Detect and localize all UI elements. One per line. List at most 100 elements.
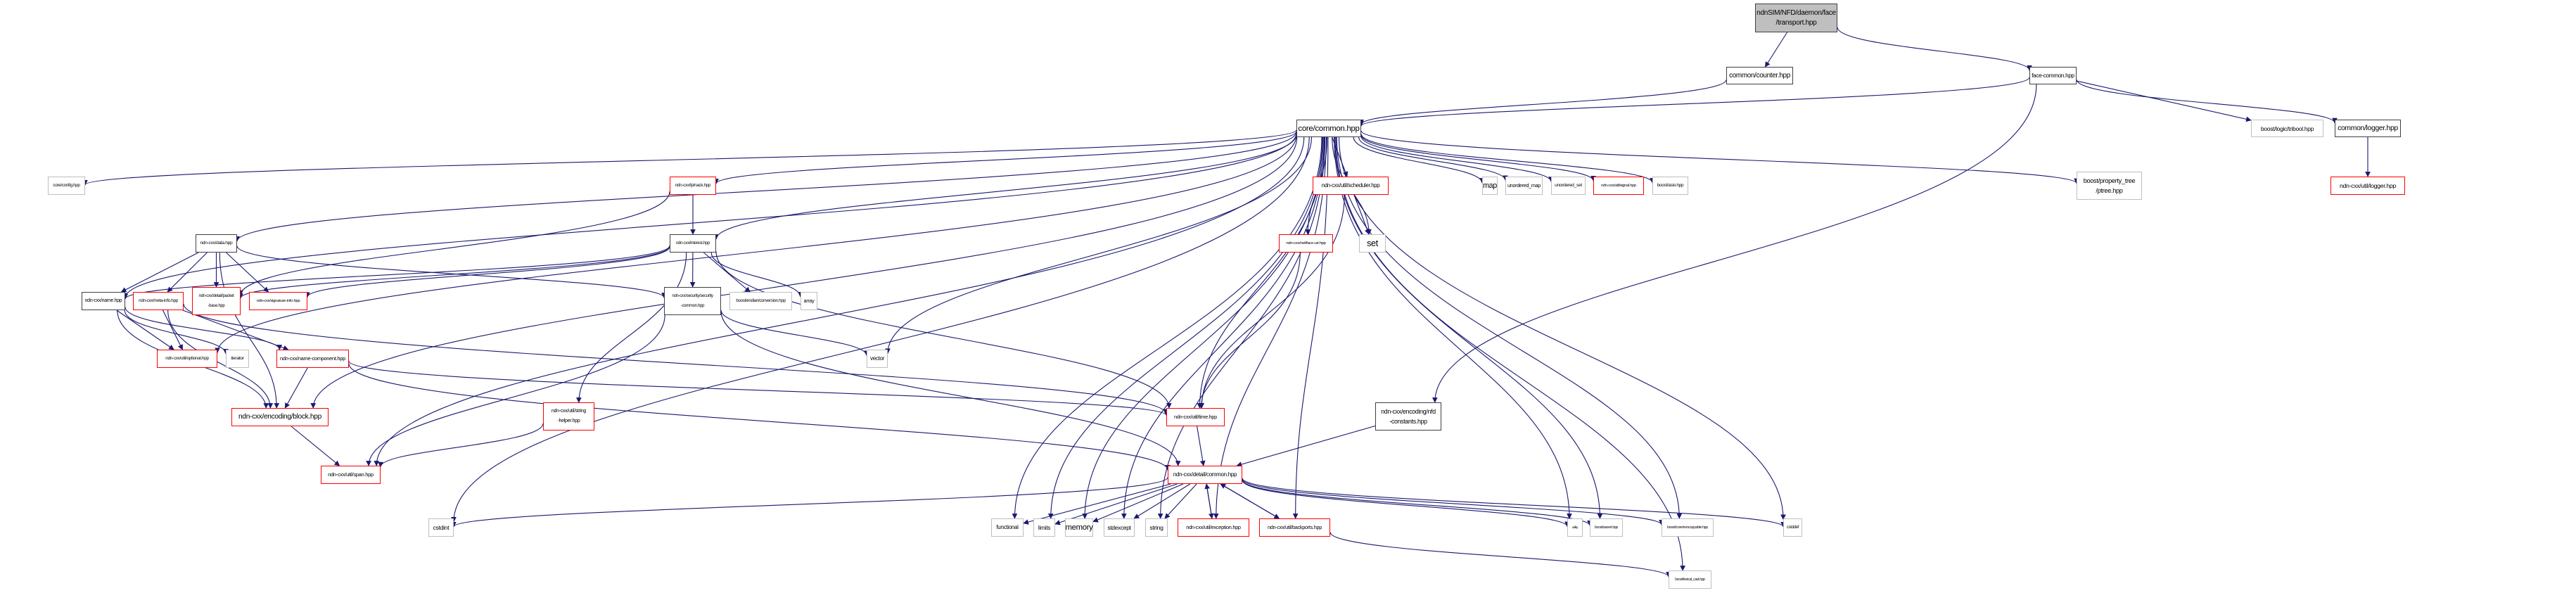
dependency-edge xyxy=(885,136,1313,355)
dependency-edge xyxy=(710,252,803,298)
graph-node-meta-info[interactable]: ndn-cxx/meta-info.hpp xyxy=(133,292,184,310)
dependency-edge xyxy=(1220,483,1280,519)
dependency-edge xyxy=(162,310,183,350)
dependency-edge xyxy=(1213,136,1327,519)
dependency-edge xyxy=(1082,136,1324,519)
dependency-edge xyxy=(1023,483,1171,525)
dependency-edge xyxy=(1338,136,1786,521)
graph-node-data[interactable]: ndn-cxx/data.hpp xyxy=(196,234,237,253)
graph-node-array[interactable]: array xyxy=(801,292,817,310)
graph-node-assert[interactable]: boost/assert.hpp xyxy=(1590,518,1623,537)
graph-node-optional[interactable]: ndn-cxx/util/optional.hpp xyxy=(157,350,217,368)
graph-node-security-common[interactable]: ndn-cxx/security/security -common.hpp xyxy=(664,287,721,315)
dependency-edge xyxy=(120,252,199,293)
dependency-edge xyxy=(1236,425,1376,467)
graph-node-noncopyable[interactable]: boost/core/noncopyable.hpp xyxy=(1662,518,1714,537)
dependency-edge xyxy=(1358,79,1727,125)
dependency-edge xyxy=(1121,136,1325,519)
graph-node-tribool[interactable]: boost/logic/tribool.hpp xyxy=(2251,120,2323,137)
dependency-edge xyxy=(234,132,1297,242)
graph-node-memory[interactable]: memory xyxy=(1065,518,1093,537)
dependency-edge xyxy=(1360,136,1554,182)
graph-node-common-logger[interactable]: common/logger.hpp xyxy=(2335,120,2401,137)
dependency-edge xyxy=(576,252,687,403)
dependency-edge xyxy=(720,310,1181,466)
graph-node-name[interactable]: ndn-cxx/name.hpp xyxy=(82,292,125,310)
dependency-edge xyxy=(451,136,1310,523)
graph-node-interest[interactable]: ndn-cxx/interest.hpp xyxy=(670,234,716,253)
dependency-edge xyxy=(1198,252,1301,409)
dependency-edge xyxy=(182,310,289,351)
dependency-edge xyxy=(284,367,308,409)
graph-node-cstdint[interactable]: cstdint xyxy=(428,518,454,537)
graph-node-nfd-constants[interactable]: ndn-cxx/encoding/nfd -constants.hpp xyxy=(1375,402,1441,431)
graph-node-iterator[interactable]: iterator xyxy=(226,350,249,368)
graph-node-backports[interactable]: ndn-cxx/util/backports.hpp xyxy=(1259,518,1330,537)
dependency-edge xyxy=(291,426,340,466)
graph-node-unordered-set[interactable]: unordered_set xyxy=(1551,177,1586,195)
dependency-edge xyxy=(1334,136,1572,519)
dependency-edge xyxy=(720,310,869,357)
dependency-edge xyxy=(1012,136,1322,519)
graph-node-stdexcept[interactable]: stdexcept xyxy=(1104,518,1135,537)
graph-node-string-helper[interactable]: ndn-cxx/util/string -helper.hpp xyxy=(543,402,594,431)
graph-node-lexical-cast[interactable]: boost/lexical_cast.hpp xyxy=(1669,570,1711,589)
graph-node-util-logger[interactable]: ndn-cxx/util/logger.hpp xyxy=(2330,177,2405,195)
graph-node-face-uri[interactable]: ndn-cxx/net/face-uri.hpp xyxy=(1279,234,1333,253)
graph-node-core-common[interactable]: core/common.hpp xyxy=(1296,120,1361,137)
dependency-edge xyxy=(219,252,280,409)
graph-node-limits[interactable]: limits xyxy=(1033,518,1055,537)
graph-node-utility[interactable]: utility xyxy=(1567,518,1583,537)
dependency-edge xyxy=(2076,79,2338,124)
dependency-edge xyxy=(1197,136,1325,409)
dependency-edge xyxy=(713,134,1297,240)
dependency-edge xyxy=(1054,483,1178,525)
dependency-edge xyxy=(1242,478,1786,528)
graph-node-ptree[interactable]: boost/property_tree /ptree.hpp xyxy=(2077,172,2142,200)
graph-node-name-component[interactable]: ndn-cxx/name-component.hpp xyxy=(276,350,349,368)
graph-node-lp-nack[interactable]: ndn-cxx/lp/nack.hpp xyxy=(670,177,716,195)
dependency-edge xyxy=(1292,136,1329,519)
dependency-edge xyxy=(1199,194,1345,409)
graph-node-detail-common[interactable]: ndn-cxx/detail/common.hpp xyxy=(1168,466,1242,484)
dependency-edge xyxy=(167,310,274,409)
dependency-edge xyxy=(226,252,269,293)
dependency-edge xyxy=(1133,483,1191,519)
dependency-edge xyxy=(1157,136,1326,519)
graph-node-face-common[interactable]: face-common.hpp xyxy=(2029,67,2077,84)
dependency-edge xyxy=(1360,130,2079,184)
graph-node-map[interactable]: map xyxy=(1482,177,1498,195)
dependency-edge xyxy=(1360,134,1596,181)
graph-node-transport[interactable]: ndnSIM/NFD/daemon/face /transport.hpp xyxy=(1755,4,1837,32)
dependency-edge xyxy=(1242,478,1664,525)
graph-node-string[interactable]: string xyxy=(1145,518,1168,537)
dependency-edge xyxy=(1360,134,1655,184)
graph-node-signature-info[interactable]: ndn-cxx/signature-info.hpp xyxy=(249,292,307,310)
graph-node-functional[interactable]: functional xyxy=(991,518,1024,537)
graph-node-cstddef[interactable]: cstddef xyxy=(1783,518,1802,537)
dependency-edge xyxy=(1204,483,1213,519)
graph-node-packet-base[interactable]: ndn-cxx/detail/packet -base.hpp xyxy=(192,287,241,315)
dependency-edge xyxy=(116,310,174,350)
dependency-edge xyxy=(124,310,229,355)
graph-node-counter[interactable]: common/counter.hpp xyxy=(1726,67,1793,84)
graph-node-asio[interactable]: boost/asio.hpp xyxy=(1652,177,1688,195)
dependency-edge xyxy=(1164,483,1197,519)
graph-node-block[interactable]: ndn-cxx/encoding/block.hpp xyxy=(231,408,329,426)
dependency-edge xyxy=(215,134,1297,354)
graph-node-signal[interactable]: ndn-cxx/util/signal.hpp xyxy=(1593,177,1644,195)
dependency-edge xyxy=(348,363,1171,471)
graph-node-set[interactable]: set xyxy=(1359,234,1386,253)
graph-node-core-config[interactable]: core/config.hpp xyxy=(48,177,85,195)
dependency-edge xyxy=(374,136,1305,466)
dependency-edge xyxy=(348,360,1169,416)
graph-node-exception[interactable]: ndn-cxx/util/exception.hpp xyxy=(1178,518,1249,537)
graph-node-endian[interactable]: boost/endian/conversion.hpp xyxy=(729,292,792,310)
graph-node-vector[interactable]: vector xyxy=(867,350,888,368)
graph-node-time[interactable]: ndn-cxx/util/time.hpp xyxy=(1166,408,1225,426)
graph-node-span[interactable]: ndn-cxx/util/span.hpp xyxy=(321,466,381,484)
graph-node-unordered-map[interactable]: unordered_map xyxy=(1505,177,1543,195)
dependency-edge xyxy=(183,304,1169,415)
graph-node-scheduler[interactable]: ndn-cxx/util/scheduler.hpp xyxy=(1313,177,1389,195)
